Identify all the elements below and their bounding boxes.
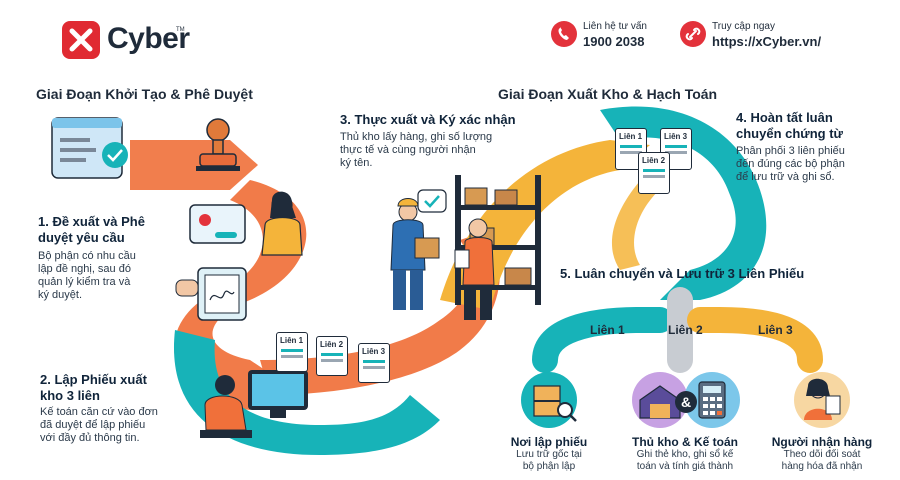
step-5-title: 5. Luân chuyển và Lưu trữ 3 Liên Phiếu	[560, 266, 805, 281]
copy-label: Liên 2	[320, 340, 344, 349]
recipient-title: Người nhận hàng	[771, 435, 873, 449]
step-desc: đã duyệt để lập phiếu	[40, 419, 146, 431]
copy-card-step2-2: Liên 2	[316, 336, 348, 376]
recipient-origin: Nơi lập phiếu Lưu trữ gốc tại bộ phận lậ…	[494, 435, 604, 473]
copy-label: Liên 3	[664, 132, 688, 141]
brand-name: Cyber	[107, 22, 190, 55]
step-desc: ký tên.	[340, 157, 373, 169]
phase-2-heading: Giai Đoạn Xuất Kho & Hạch Toán	[498, 86, 718, 102]
step-desc: ký duyệt.	[38, 289, 83, 301]
step-title: duyệt yêu cầu	[38, 230, 125, 245]
step-title: kho 3 liên	[40, 388, 100, 403]
step-desc: Kế toán căn cứ vào đơn	[40, 406, 158, 418]
step-desc: Thủ kho lấy hàng, ghi số lượng	[340, 131, 493, 143]
recipient-desc: hàng hóa đã nhận	[781, 461, 863, 472]
step-desc: lập đề nghị, sau đó	[38, 263, 131, 275]
step-desc: quản lý kiểm tra và	[38, 276, 131, 288]
flow-ribbon-yellow-small	[611, 170, 665, 270]
branch-label-1: Liên 1	[590, 323, 625, 337]
brand-trademark: TM	[176, 27, 185, 33]
warehouse-icon	[632, 372, 688, 428]
link-icon[interactable]	[680, 21, 706, 47]
step-desc: Phân phối 3 liên phiếu	[736, 145, 845, 157]
step-desc: Bộ phận có nhu cầu	[38, 250, 136, 262]
ampersand: &	[681, 394, 692, 410]
recipient-desc: Ghi thẻ kho, ghi sổ kế	[636, 449, 734, 460]
recipient-storekeeper-accountant: Thủ kho & Kế toán Ghi thẻ kho, ghi sổ kế…	[620, 435, 750, 473]
branch-label-3: Liên 3	[758, 323, 793, 337]
clipboard-receiver-icon	[794, 372, 850, 428]
step-title: 2. Lập Phiếu xuất	[40, 372, 147, 387]
step-title: 1. Đề xuất và Phê	[38, 214, 145, 229]
step-title: chuyển chứng từ	[736, 126, 843, 141]
branch-yellow	[687, 307, 823, 373]
step-1: 1. Đề xuất và Phê duyệt yêu cầu Bộ phận …	[38, 214, 145, 302]
flow-arrow-top	[130, 140, 258, 190]
phone-icon[interactable]	[551, 21, 577, 47]
copy-label: Liên 1	[280, 336, 304, 345]
website-label: Truy cập ngay	[712, 21, 775, 32]
form-check-icon	[51, 117, 128, 179]
hotline-label: Liên hệ tư vấn	[583, 21, 647, 32]
flow-ribbon-orange-lower	[260, 230, 500, 395]
phase-1-heading: Giai Đoạn Khởi Tạo & Phê Duyệt	[36, 86, 253, 102]
copy-label: Liên 3	[362, 347, 386, 356]
copy-card-step2-3: Liên 3	[358, 343, 390, 383]
recipient-desc: Theo dõi đối soát	[783, 449, 861, 460]
brand-logo-icon[interactable]	[62, 21, 100, 59]
signature-tablet-icon	[175, 267, 247, 321]
hotline-number[interactable]: 1900 2038	[583, 34, 645, 49]
recipient-receiver: Người nhận hàng Theo dõi đối soát hàng h…	[762, 435, 882, 473]
recipient-desc: Lưu trữ gốc tại	[516, 449, 582, 460]
cabinet-magnifier-icon	[521, 372, 577, 428]
recipient-title: Nơi lập phiếu	[510, 435, 588, 449]
copy-card-step2-1: Liên 1	[276, 332, 308, 372]
calculator-icon	[684, 372, 740, 428]
branch-label-2: Liên 2	[668, 323, 703, 337]
step-desc: với đầy đủ thông tin.	[40, 432, 140, 444]
copy-label: Liên 1	[619, 132, 643, 141]
branch-teal	[532, 307, 673, 373]
step-4: 4. Hoàn tất luân chuyển chứng từ Phân ph…	[736, 110, 845, 184]
copy-label: Liên 2	[642, 156, 666, 165]
warehouse-workers-illustration	[390, 198, 495, 320]
website-link[interactable]: https://xCyber.vn/	[712, 34, 822, 49]
recipient-desc: bộ phận lập	[522, 461, 576, 472]
flow-ribbon-teal-right	[600, 106, 767, 300]
step-desc: đến đúng các bộ phận	[736, 158, 845, 170]
ampersand-badge	[675, 391, 697, 413]
recipient-desc: toán và tính giá thành	[636, 461, 734, 472]
step-desc: thực tế và cùng người nhận	[340, 144, 476, 156]
accountant-illustration	[200, 370, 308, 438]
recipient-title: Thủ kho & Kế toán	[632, 435, 738, 449]
checkmark-icon	[417, 189, 447, 213]
step-2: 2. Lập Phiếu xuất kho 3 liên Kế toán căn…	[40, 372, 158, 445]
step-title: 3. Thực xuất và Ký xác nhận	[340, 112, 516, 127]
step-desc: để lưu trữ và ghi sổ.	[736, 171, 835, 183]
stamp-icon	[196, 118, 240, 171]
copy-card-step4-2: Liên 2	[638, 152, 670, 194]
step-3: 3. Thực xuất và Ký xác nhận Thủ kho lấy …	[340, 112, 516, 170]
approver-illustration	[189, 191, 303, 256]
step-title: 4. Hoàn tất luân	[736, 110, 833, 125]
